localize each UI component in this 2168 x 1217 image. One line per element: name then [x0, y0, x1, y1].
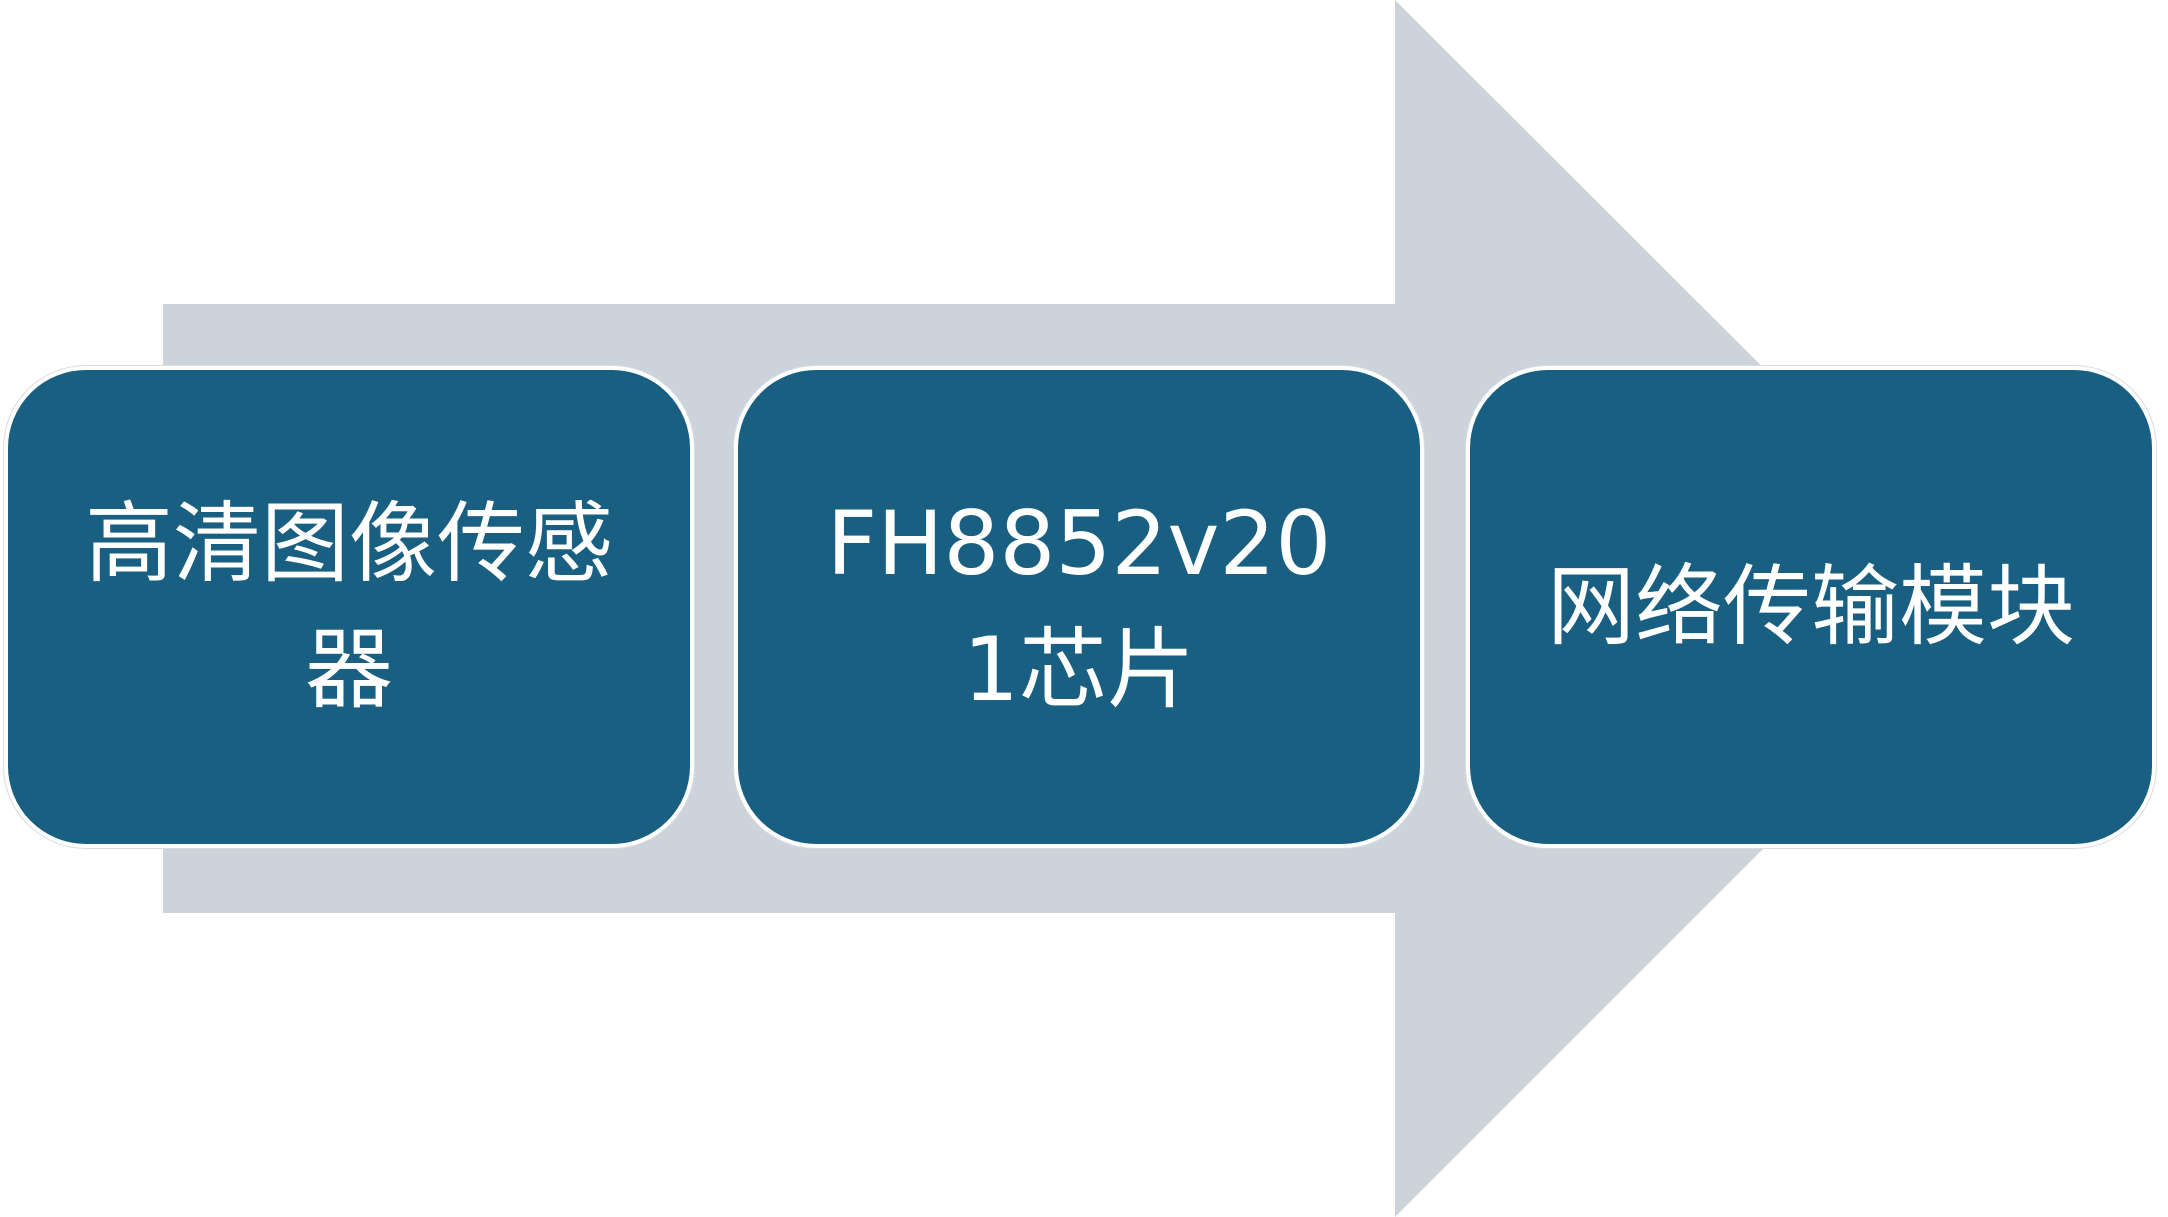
step-label: FH8852v201芯片 [826, 492, 1332, 721]
step-box-chip: FH8852v201芯片 [734, 366, 1424, 848]
step-label: 网络传输模块 [1546, 555, 2075, 658]
step-label: 高清图像传感器 [84, 492, 613, 721]
step-box-sensor: 高清图像传感器 [4, 366, 694, 848]
step-box-network: 网络传输模块 [1466, 366, 2156, 848]
